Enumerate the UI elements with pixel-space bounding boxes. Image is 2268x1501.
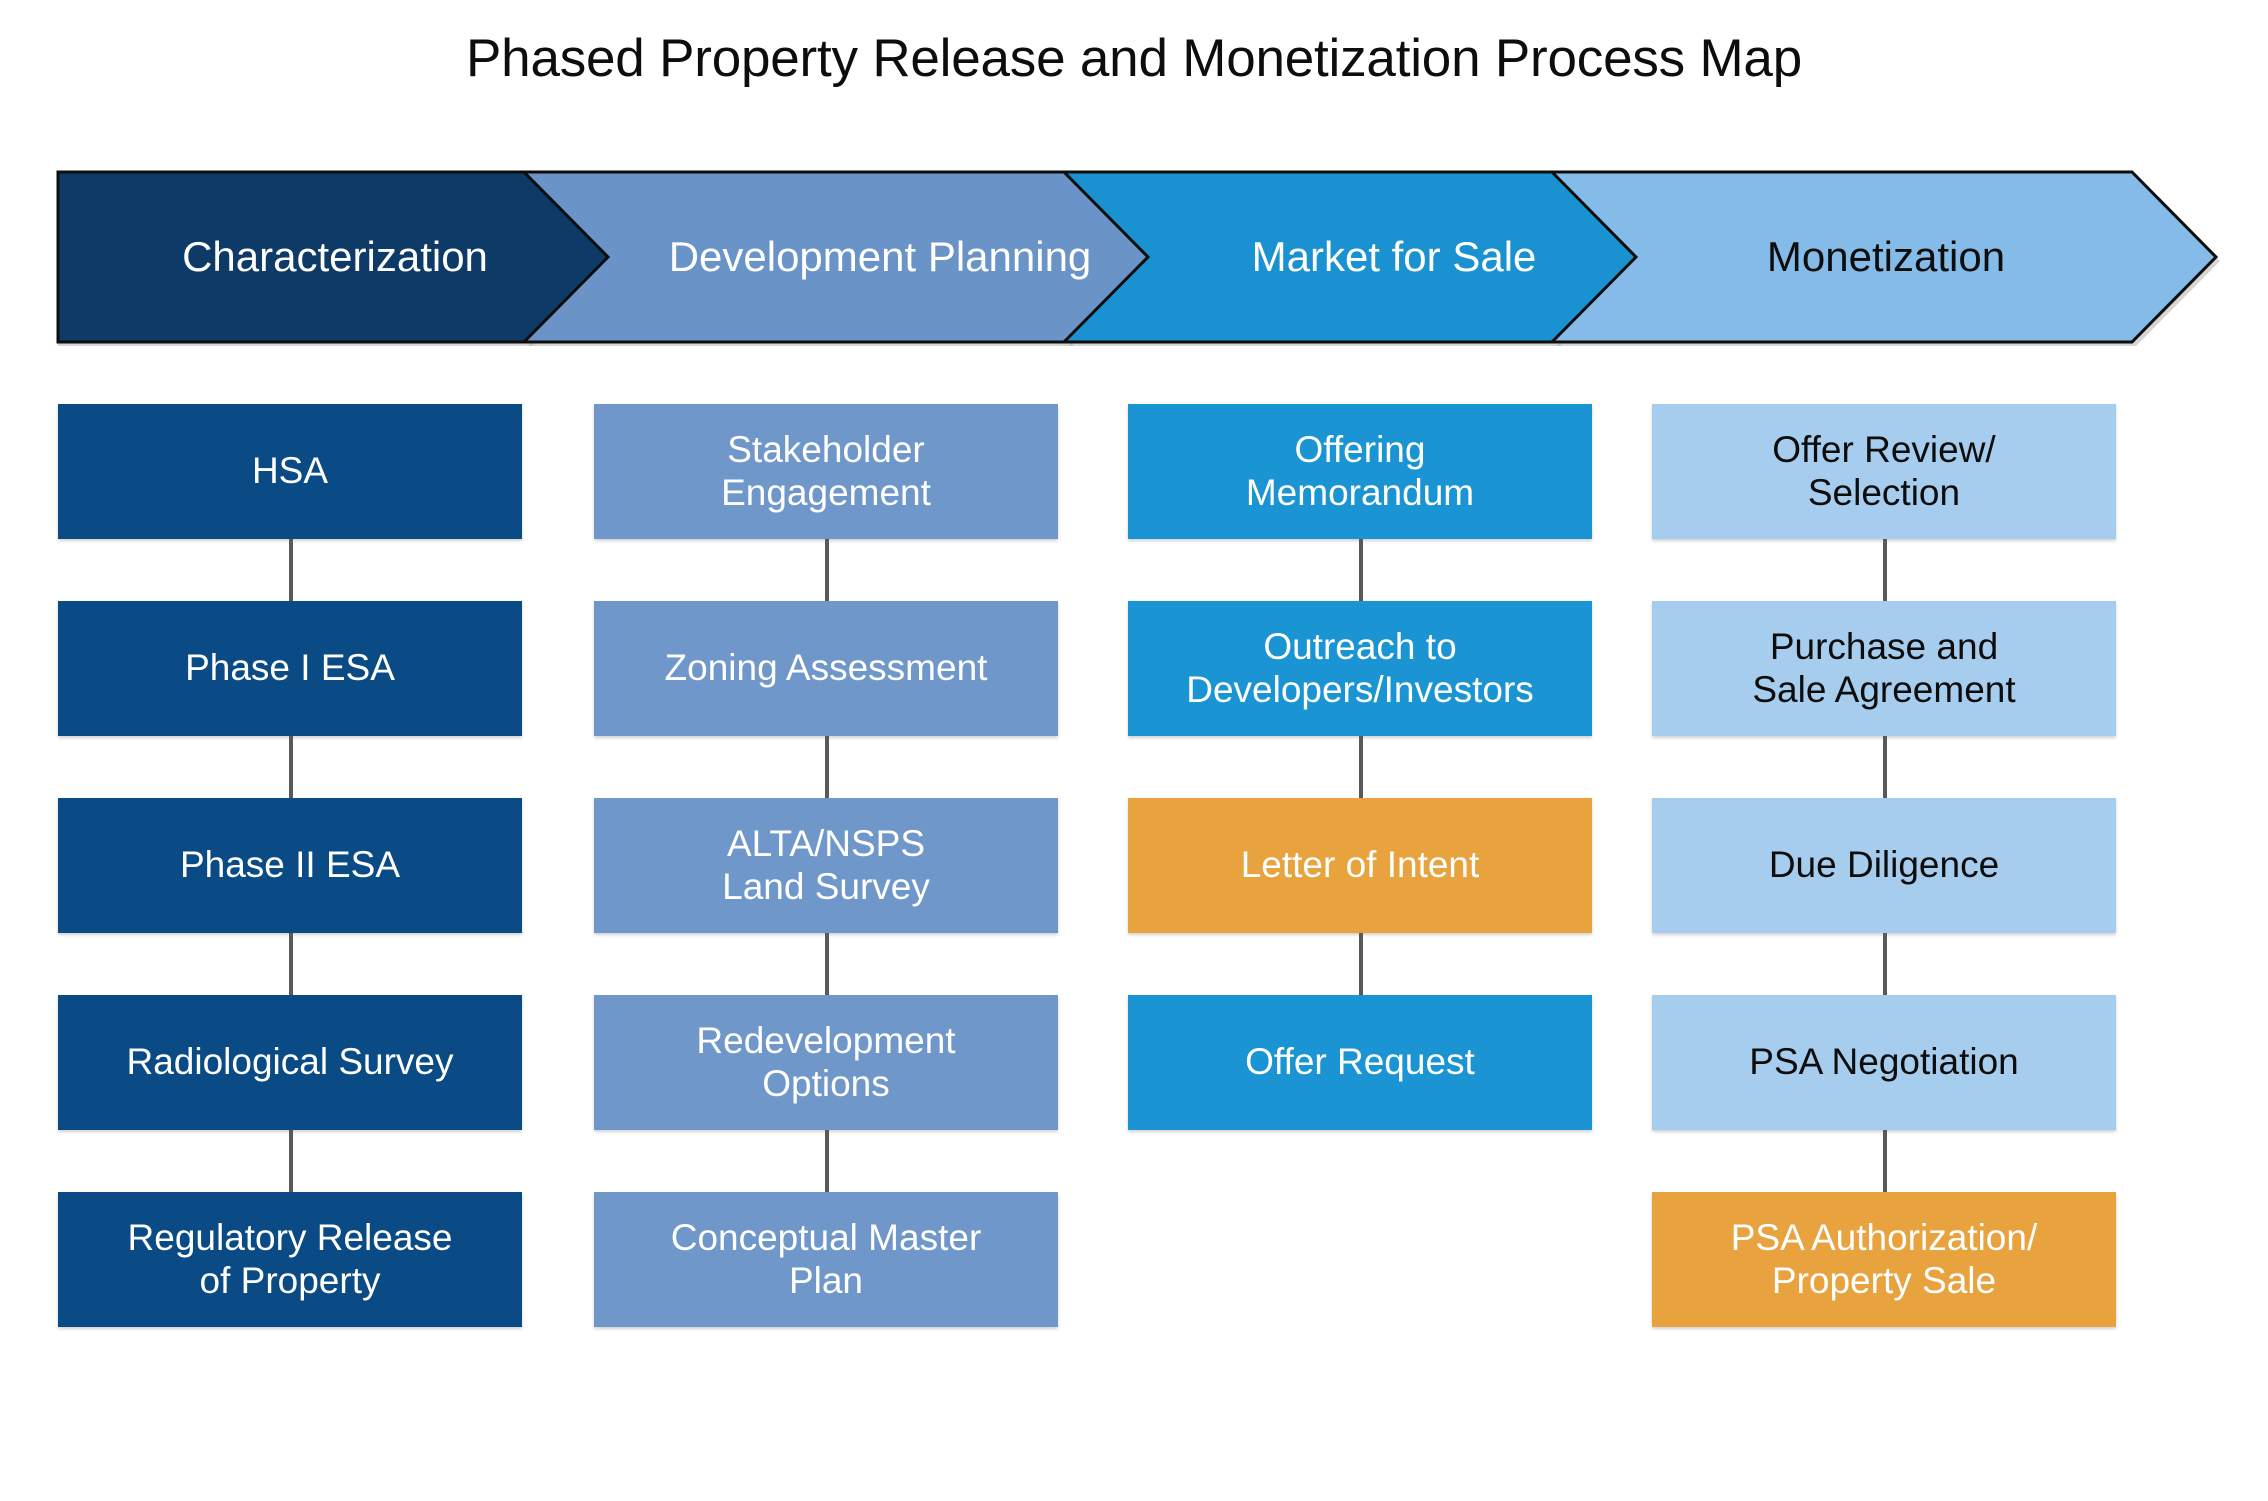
connector-line: [289, 539, 293, 601]
connector-line: [825, 1130, 829, 1192]
node-slot-empty: [1128, 1192, 1592, 1389]
phase-banner-shapes: [56, 170, 2220, 346]
node-slot: ALTA/NSPS Land Survey: [594, 798, 1058, 995]
node-label: Phase I ESA: [185, 647, 395, 689]
process-node-phase-ii-esa[interactable]: Phase II ESA: [58, 798, 522, 933]
chevron-development-planning[interactable]: [520, 170, 1155, 344]
node-label: Purchase and Sale Agreement: [1752, 626, 2016, 710]
node-label: Radiological Survey: [126, 1041, 454, 1083]
node-label: Outreach to Developers/Investors: [1186, 626, 1534, 710]
process-node-offer-request[interactable]: Offer Request: [1128, 995, 1592, 1130]
node-slot: Offering Memorandum: [1128, 404, 1592, 601]
chevron-monetization[interactable]: [1548, 170, 2219, 344]
connector-line: [825, 933, 829, 995]
process-node-psa-negotiation[interactable]: PSA Negotiation: [1652, 995, 2116, 1130]
node-slot: Redevelopment Options: [594, 995, 1058, 1192]
chevron-characterization[interactable]: [56, 170, 615, 344]
node-label: Phase II ESA: [179, 844, 401, 886]
node-label: PSA Authorization/ Property Sale: [1730, 1217, 2038, 1301]
process-node-purchase-and-sale-agreement[interactable]: Purchase and Sale Agreement: [1652, 601, 2116, 736]
node-slot: Phase I ESA: [58, 601, 522, 798]
connector-line: [1359, 933, 1363, 995]
connector-line: [1883, 539, 1887, 601]
node-slot: Outreach to Developers/Investors: [1128, 601, 1592, 798]
node-slot: Phase II ESA: [58, 798, 522, 995]
node-slot: Stakeholder Engagement: [594, 404, 1058, 601]
connector-line: [289, 736, 293, 798]
node-slot: Regulatory Release of Property: [58, 1192, 522, 1389]
node-slot: Letter of Intent: [1128, 798, 1592, 995]
process-node-redevelopment-options[interactable]: Redevelopment Options: [594, 995, 1058, 1130]
connector-line: [1883, 933, 1887, 995]
process-node-conceptual-master-plan[interactable]: Conceptual Master Plan: [594, 1192, 1058, 1327]
column-monetization: Offer Review/ Selection Purchase and Sal…: [1652, 404, 2116, 1389]
column-market-for-sale: Offering Memorandum Outreach to Develope…: [1128, 404, 1592, 1389]
connector-line: [1359, 539, 1363, 601]
connector-line: [825, 736, 829, 798]
node-slot: PSA Authorization/ Property Sale: [1652, 1192, 2116, 1389]
node-label: Due Diligence: [1768, 844, 2000, 886]
connector-line: [289, 933, 293, 995]
node-label: Offer Review/ Selection: [1772, 429, 1996, 513]
process-node-hsa[interactable]: HSA: [58, 404, 522, 539]
node-label: Stakeholder Engagement: [721, 429, 931, 513]
process-node-offer-review-selection[interactable]: Offer Review/ Selection: [1652, 404, 2116, 539]
process-node-zoning-assessment[interactable]: Zoning Assessment: [594, 601, 1058, 736]
node-slot: Purchase and Sale Agreement: [1652, 601, 2116, 798]
chevron-market-for-sale[interactable]: [1060, 170, 1643, 344]
node-slot: Due Diligence: [1652, 798, 2116, 995]
connector-line: [289, 1130, 293, 1192]
node-slot: PSA Negotiation: [1652, 995, 2116, 1192]
node-label: ALTA/NSPS Land Survey: [722, 823, 930, 907]
node-slot: HSA: [58, 404, 522, 601]
process-node-regulatory-release-of-property[interactable]: Regulatory Release of Property: [58, 1192, 522, 1327]
process-node-radiological-survey[interactable]: Radiological Survey: [58, 995, 522, 1130]
node-slot: Offer Review/ Selection: [1652, 404, 2116, 601]
node-label: Offer Request: [1245, 1041, 1475, 1083]
node-label: HSA: [251, 450, 329, 492]
node-slot: Radiological Survey: [58, 995, 522, 1192]
node-slot: Zoning Assessment: [594, 601, 1058, 798]
node-slot: Offer Request: [1128, 995, 1592, 1192]
process-node-due-diligence[interactable]: Due Diligence: [1652, 798, 2116, 933]
node-label: Offering Memorandum: [1245, 429, 1475, 513]
node-slot: Conceptual Master Plan: [594, 1192, 1058, 1389]
process-node-stakeholder-engagement[interactable]: Stakeholder Engagement: [594, 404, 1058, 539]
page-title: Phased Property Release and Monetization…: [466, 29, 1802, 88]
node-label: PSA Negotiation: [1749, 1041, 2019, 1083]
node-label: Regulatory Release of Property: [127, 1217, 453, 1301]
connector-line: [825, 539, 829, 601]
column-development-planning: Stakeholder Engagement Zoning Assessment…: [594, 404, 1058, 1389]
node-label: Conceptual Master Plan: [670, 1217, 982, 1301]
process-node-alta-nsps-land-survey[interactable]: ALTA/NSPS Land Survey: [594, 798, 1058, 933]
process-node-letter-of-intent[interactable]: Letter of Intent: [1128, 798, 1592, 933]
node-label: Zoning Assessment: [664, 647, 988, 689]
connector-line: [1883, 1130, 1887, 1192]
phase-banner: Characterization Development Planning Ma…: [56, 170, 2223, 346]
process-node-phase-i-esa[interactable]: Phase I ESA: [58, 601, 522, 736]
connector-line: [1359, 736, 1363, 798]
connector-line: [1883, 736, 1887, 798]
node-label: Redevelopment Options: [696, 1020, 956, 1104]
process-node-psa-authorization-property-sale[interactable]: PSA Authorization/ Property Sale: [1652, 1192, 2116, 1327]
process-node-outreach-to-developers-investors[interactable]: Outreach to Developers/Investors: [1128, 601, 1592, 736]
column-characterization: HSA Phase I ESA Phase II ESA Radiologica…: [58, 404, 522, 1389]
node-label: Letter of Intent: [1240, 844, 1480, 886]
process-node-offering-memorandum[interactable]: Offering Memorandum: [1128, 404, 1592, 539]
